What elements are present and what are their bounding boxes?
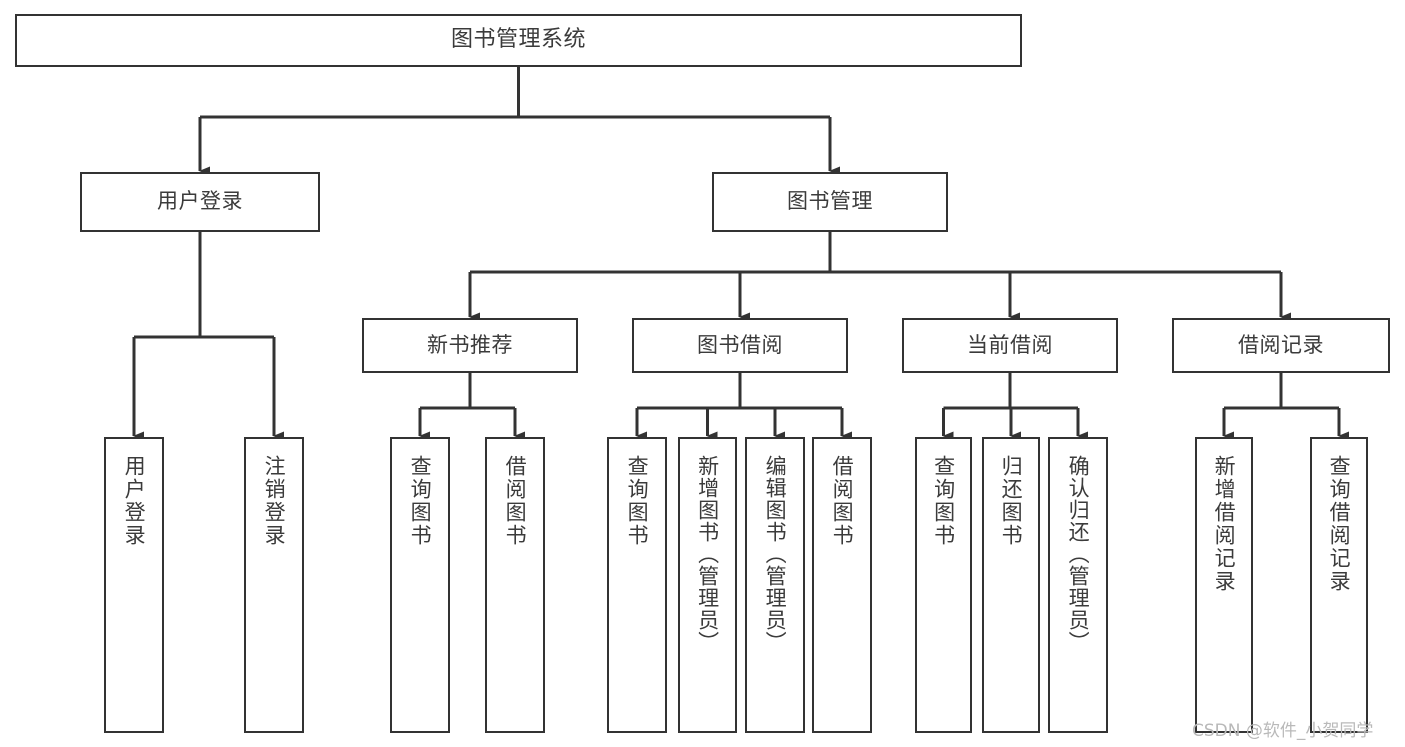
node-leaf-add-book[interactable]: 新增图书（管理员） xyxy=(678,437,737,733)
node-label-leaf-return-book: 归还图书 xyxy=(999,455,1024,547)
node-label-leaf-query-book-2: 查询图书 xyxy=(625,455,650,547)
node-label-leaf-add-record: 新增借阅记录 xyxy=(1212,455,1237,593)
node-root[interactable]: 图书管理系统 xyxy=(15,14,1022,67)
node-leaf-confirm-return[interactable]: 确认归还（管理员） xyxy=(1048,437,1108,733)
node-label-new-book-rec: 新书推荐 xyxy=(427,332,513,357)
node-label-leaf-confirm-return: 确认归还（管理员） xyxy=(1066,455,1091,653)
node-book-manage[interactable]: 图书管理 xyxy=(712,172,948,232)
node-user-login[interactable]: 用户登录 xyxy=(80,172,320,232)
node-label-current-borrow: 当前借阅 xyxy=(967,332,1053,357)
node-leaf-user-login[interactable]: 用户登录 xyxy=(104,437,164,733)
node-leaf-borrow-book-1[interactable]: 借阅图书 xyxy=(485,437,545,733)
node-borrow-record[interactable]: 借阅记录 xyxy=(1172,318,1390,373)
node-leaf-borrow-book-2[interactable]: 借阅图书 xyxy=(812,437,872,733)
node-label-leaf-query-book-1: 查询图书 xyxy=(408,455,433,547)
node-label-leaf-add-book: 新增图书（管理员） xyxy=(695,455,720,653)
node-label-book-borrow: 图书借阅 xyxy=(697,332,783,357)
node-new-book-rec[interactable]: 新书推荐 xyxy=(362,318,578,373)
node-leaf-user-logout[interactable]: 注销登录 xyxy=(244,437,304,733)
node-label-book-manage: 图书管理 xyxy=(787,189,873,214)
node-leaf-return-book[interactable]: 归还图书 xyxy=(982,437,1040,733)
connector-lines xyxy=(132,67,1349,441)
node-label-leaf-edit-book: 编辑图书（管理员） xyxy=(763,455,788,653)
node-leaf-query-book-1[interactable]: 查询图书 xyxy=(390,437,450,733)
node-leaf-edit-book[interactable]: 编辑图书（管理员） xyxy=(745,437,805,733)
node-book-borrow[interactable]: 图书借阅 xyxy=(632,318,848,373)
node-leaf-add-record[interactable]: 新增借阅记录 xyxy=(1195,437,1253,733)
node-leaf-query-book-3[interactable]: 查询图书 xyxy=(915,437,972,733)
node-label-leaf-borrow-book-1: 借阅图书 xyxy=(503,455,528,547)
node-label-user-login: 用户登录 xyxy=(157,189,243,214)
node-leaf-query-book-2[interactable]: 查询图书 xyxy=(607,437,667,733)
node-current-borrow[interactable]: 当前借阅 xyxy=(902,318,1118,373)
node-label-root: 图书管理系统 xyxy=(450,27,586,53)
node-label-leaf-user-login: 用户登录 xyxy=(122,455,147,547)
node-label-leaf-user-logout: 注销登录 xyxy=(262,455,287,547)
node-leaf-query-record[interactable]: 查询借阅记录 xyxy=(1310,437,1368,733)
node-label-borrow-record: 借阅记录 xyxy=(1238,332,1324,357)
node-label-leaf-borrow-book-2: 借阅图书 xyxy=(830,455,855,547)
node-label-leaf-query-book-3: 查询图书 xyxy=(931,455,956,547)
node-label-leaf-query-record: 查询借阅记录 xyxy=(1327,455,1352,593)
